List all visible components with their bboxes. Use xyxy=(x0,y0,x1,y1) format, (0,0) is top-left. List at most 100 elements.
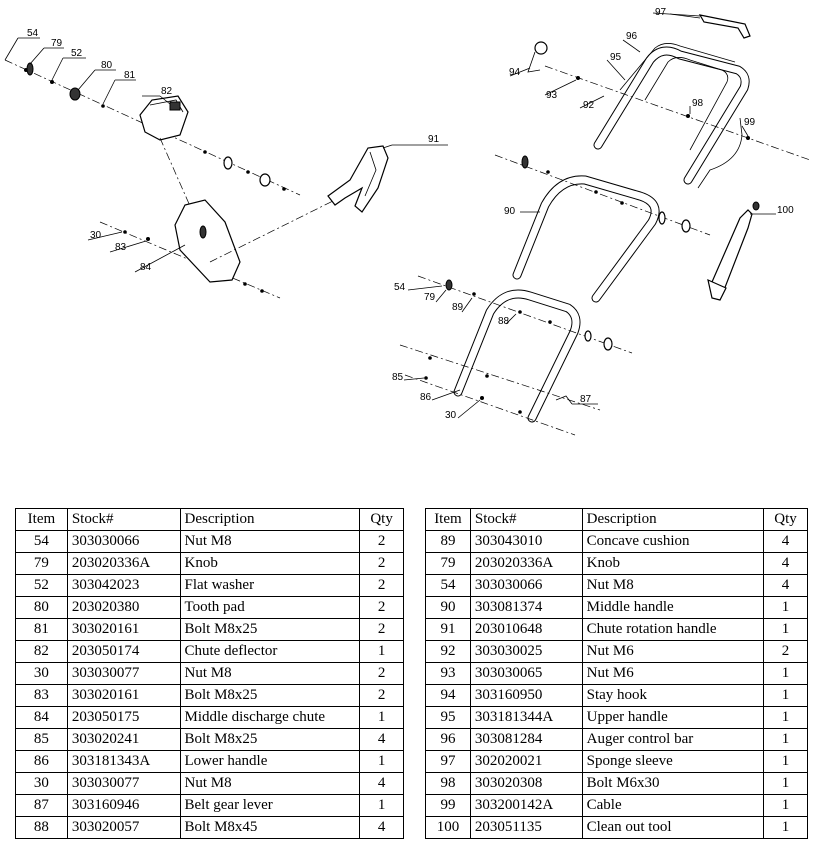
cell-qty: 1 xyxy=(763,618,808,641)
cell-item: 97 xyxy=(425,750,471,773)
cell-qty: 1 xyxy=(763,728,808,751)
cell-stock: 203020336A xyxy=(469,552,583,575)
cell-item: 90 xyxy=(425,596,471,619)
cell-stock: 203050175 xyxy=(66,706,181,729)
cell-stock: 303160950 xyxy=(469,684,583,707)
cell-stock: 303081284 xyxy=(469,728,583,751)
callout-94: 94 xyxy=(509,67,521,78)
cell-description: Auger control bar xyxy=(581,728,765,751)
cell-stock: 303030077 xyxy=(66,662,181,685)
cell-description: Bolt M8x45 xyxy=(179,816,361,839)
cell-description: Knob xyxy=(179,552,361,575)
cell-item: 82 xyxy=(15,640,68,663)
cell-item: 99 xyxy=(425,794,471,817)
cell-description: Lower handle xyxy=(179,750,361,773)
cell-stock: 303020161 xyxy=(66,618,181,641)
cell-qty: 4 xyxy=(359,816,404,839)
cell-stock: 303030065 xyxy=(469,662,583,685)
cell-description: Chute deflector xyxy=(179,640,361,663)
callout-83: 83 xyxy=(115,242,127,253)
table-header-row: Item Stock# Description Qty xyxy=(15,508,404,531)
callout-99: 99 xyxy=(744,117,756,128)
callout-93: 93 xyxy=(546,90,558,101)
callout-54-b: 54 xyxy=(394,282,406,293)
cell-stock: 303042023 xyxy=(66,574,181,597)
table-header-row: Item Stock# Description Qty xyxy=(425,508,808,531)
header-item: Item xyxy=(425,508,471,531)
cell-qty: 1 xyxy=(763,750,808,773)
cell-stock: 203010648 xyxy=(469,618,583,641)
callout-54: 54 xyxy=(27,28,39,39)
cell-qty: 4 xyxy=(763,574,808,597)
header-item: Item xyxy=(15,508,68,531)
cell-item: 80 xyxy=(15,596,68,619)
callout-90: 90 xyxy=(504,206,516,217)
cell-qty: 2 xyxy=(359,684,404,707)
callout-91: 91 xyxy=(428,134,440,145)
cell-stock: 203020336A xyxy=(66,552,181,575)
cell-qty: 1 xyxy=(763,794,808,817)
cell-qty: 1 xyxy=(763,662,808,685)
callout-52: 52 xyxy=(71,48,83,59)
cell-qty: 2 xyxy=(359,574,404,597)
cell-description: Flat washer xyxy=(179,574,361,597)
cell-qty: 2 xyxy=(359,530,404,553)
cell-description: Nut M8 xyxy=(179,772,361,795)
callout-97: 97 xyxy=(655,7,667,18)
cell-description: Concave cushion xyxy=(581,530,765,553)
cell-item: 79 xyxy=(425,552,471,575)
cell-stock: 303081374 xyxy=(469,596,583,619)
cell-item: 52 xyxy=(15,574,68,597)
cell-qty: 4 xyxy=(763,552,808,575)
cell-qty: 2 xyxy=(359,618,404,641)
cell-item: 98 xyxy=(425,772,471,795)
cell-description: Nut M6 xyxy=(581,662,765,685)
callout-96: 96 xyxy=(626,31,638,42)
cell-item: 54 xyxy=(15,530,68,553)
cell-description: Bolt M8x25 xyxy=(179,684,361,707)
clean-out-tool-part xyxy=(711,209,753,291)
callout-87: 87 xyxy=(580,394,592,405)
cell-description: Nut M8 xyxy=(179,662,361,685)
callout-82: 82 xyxy=(161,86,173,97)
callout-80: 80 xyxy=(101,60,113,71)
cell-description: Sponge sleeve xyxy=(581,750,765,773)
callout-79-b: 79 xyxy=(424,292,436,303)
cell-description: Middle discharge chute xyxy=(179,706,361,729)
cell-item: 79 xyxy=(15,552,68,575)
cell-description: Nut M8 xyxy=(179,530,361,553)
callout-92: 92 xyxy=(583,100,595,111)
exploded-parts-diagram: 54 79 52 80 81 82 91 30 83 84 xyxy=(4,7,811,436)
cell-stock: 203020380 xyxy=(66,596,181,619)
header-description: Description xyxy=(179,508,361,531)
belt-gear-lever-part xyxy=(555,395,573,405)
cell-item: 93 xyxy=(425,662,471,685)
cell-qty: 2 xyxy=(359,662,404,685)
cell-item: 92 xyxy=(425,640,471,663)
cell-qty: 1 xyxy=(359,750,404,773)
cell-item: 87 xyxy=(15,794,68,817)
callout-86: 86 xyxy=(420,392,432,403)
callout-85: 85 xyxy=(392,372,404,383)
callout-84: 84 xyxy=(140,262,152,273)
cell-qty: 1 xyxy=(359,640,404,663)
cell-qty: 1 xyxy=(763,772,808,795)
cell-item: 88 xyxy=(15,816,68,839)
cell-description: Cable xyxy=(581,794,765,817)
cell-qty: 1 xyxy=(763,816,808,839)
sponge-sleeve-part xyxy=(698,14,751,39)
handle-assembly: 97 96 95 94 93 92 98 99 90 100 54 79 89 … xyxy=(392,7,811,436)
